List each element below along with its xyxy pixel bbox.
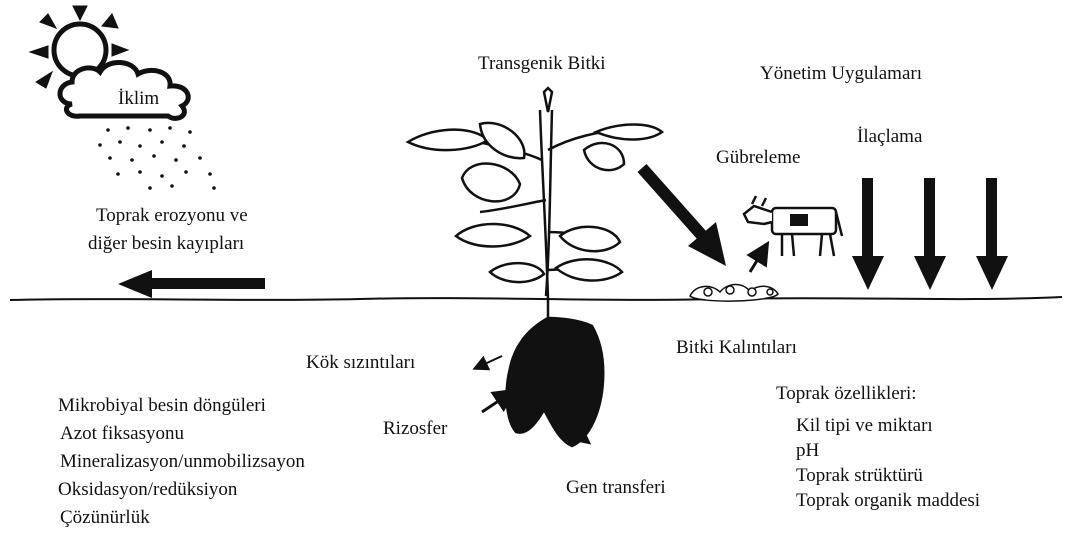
list-item: Toprak strüktürü: [796, 463, 980, 488]
list-item: Mikrobiyal besin döngüleri: [58, 392, 305, 420]
management-practices-label: Yönetim Uygulamarı: [760, 63, 922, 85]
plant-icon: [408, 88, 662, 446]
spraying-label: İlaçlama: [857, 126, 922, 148]
gene-transfer-label: Gen transferi: [566, 477, 666, 499]
list-item: Azot fiksasyonu: [60, 420, 305, 448]
microbial-process-list: Mikrobiyal besin döngüleri Azot fiksasyo…: [58, 392, 305, 532]
list-item: Mineralizasyon/unmobilizsayon: [60, 448, 305, 476]
fertilizing-label: Gübreleme: [716, 147, 800, 169]
soil-properties-list: Kil tipi ve miktarı pH Toprak strüktürü …: [796, 413, 980, 513]
residue-arrow: [642, 168, 726, 266]
soil-properties-title: Toprak özellikleri:: [776, 383, 917, 405]
rhizosphere-label: Rizosfer: [383, 418, 447, 440]
manure-arrow: [750, 246, 766, 272]
list-item: Toprak organik maddesi: [796, 488, 980, 513]
rain-icon: [98, 126, 216, 190]
spraying-arrows: [852, 178, 1008, 290]
list-item: Oksidasyon/redüksiyon: [58, 476, 305, 504]
list-item: Kil tipi ve miktarı: [796, 413, 980, 438]
plant-residues-label: Bitki Kalıntıları: [676, 337, 797, 359]
root-exudate-arrow: [476, 356, 502, 368]
plant-residues-icon: [690, 285, 778, 302]
erosion-label-line1: Toprak erozyonu ve: [96, 205, 248, 227]
erosion-arrow: [118, 270, 265, 298]
root-exudates-label: Kök sızıntıları: [306, 352, 415, 374]
climate-label: İklim: [118, 88, 159, 110]
cow-icon: [744, 196, 842, 256]
transgenic-plant-label: Transgenik Bitki: [478, 53, 606, 75]
list-item: pH: [796, 438, 980, 463]
ground-line: [10, 297, 1062, 300]
erosion-label-line2: diğer besin kayıpları: [88, 233, 244, 255]
list-item: Çözünürlük: [60, 504, 305, 532]
